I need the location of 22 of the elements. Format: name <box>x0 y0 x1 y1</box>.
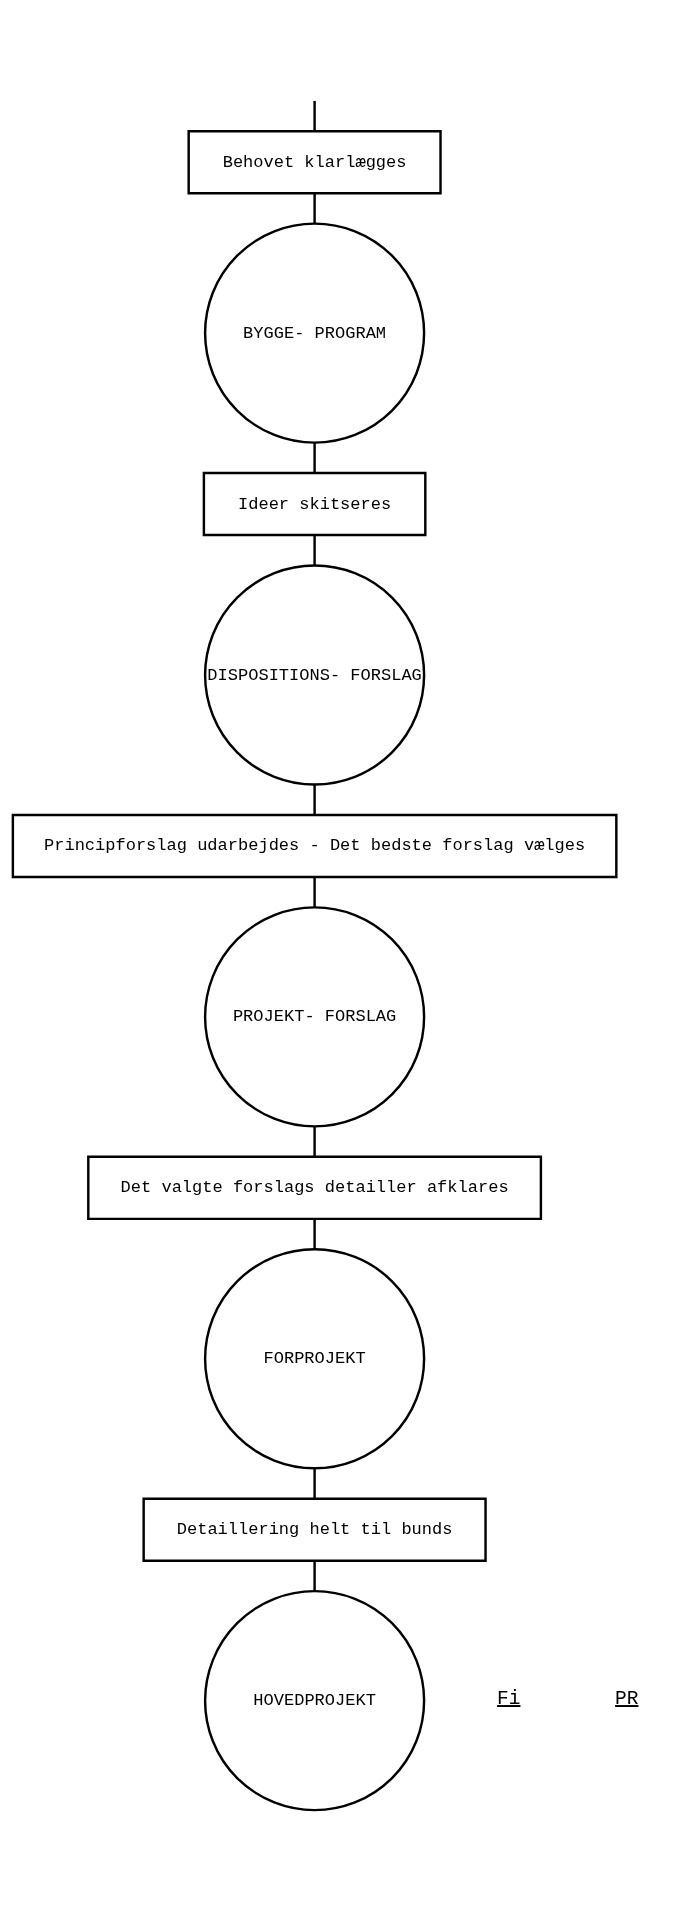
connector <box>313 1468 316 1499</box>
connector <box>313 100 316 131</box>
connector <box>313 784 316 815</box>
connector <box>313 1126 316 1157</box>
node-circle: HOVEDPROJEKT <box>203 1589 426 1812</box>
connector <box>313 193 316 224</box>
connector <box>313 442 316 473</box>
label: PR <box>615 1688 639 1711</box>
node-circle: PROJEKT- FORSLAG <box>203 906 426 1128</box>
connector <box>313 1561 316 1592</box>
node-circle: BYGGE- PROGRAM <box>203 222 426 444</box>
node-circle: FORPROJEKT <box>203 1248 426 1470</box>
connector <box>313 535 316 566</box>
node-box: Detaillering helt til bunds <box>142 1497 487 1562</box>
node-box: Ideer skitseres <box>202 471 427 537</box>
label: Fi <box>497 1688 521 1711</box>
node-box: Det valgte forslags detailler afklares <box>87 1155 543 1221</box>
connector <box>313 1219 316 1250</box>
node-box: Principforslag udarbejdes - Det bedste forslag vælges <box>11 813 618 879</box>
node-box: Behovet klarlægges <box>187 129 442 195</box>
node-circle: DISPOSITIONS- FORSLAG <box>203 564 426 786</box>
connector <box>313 877 316 908</box>
